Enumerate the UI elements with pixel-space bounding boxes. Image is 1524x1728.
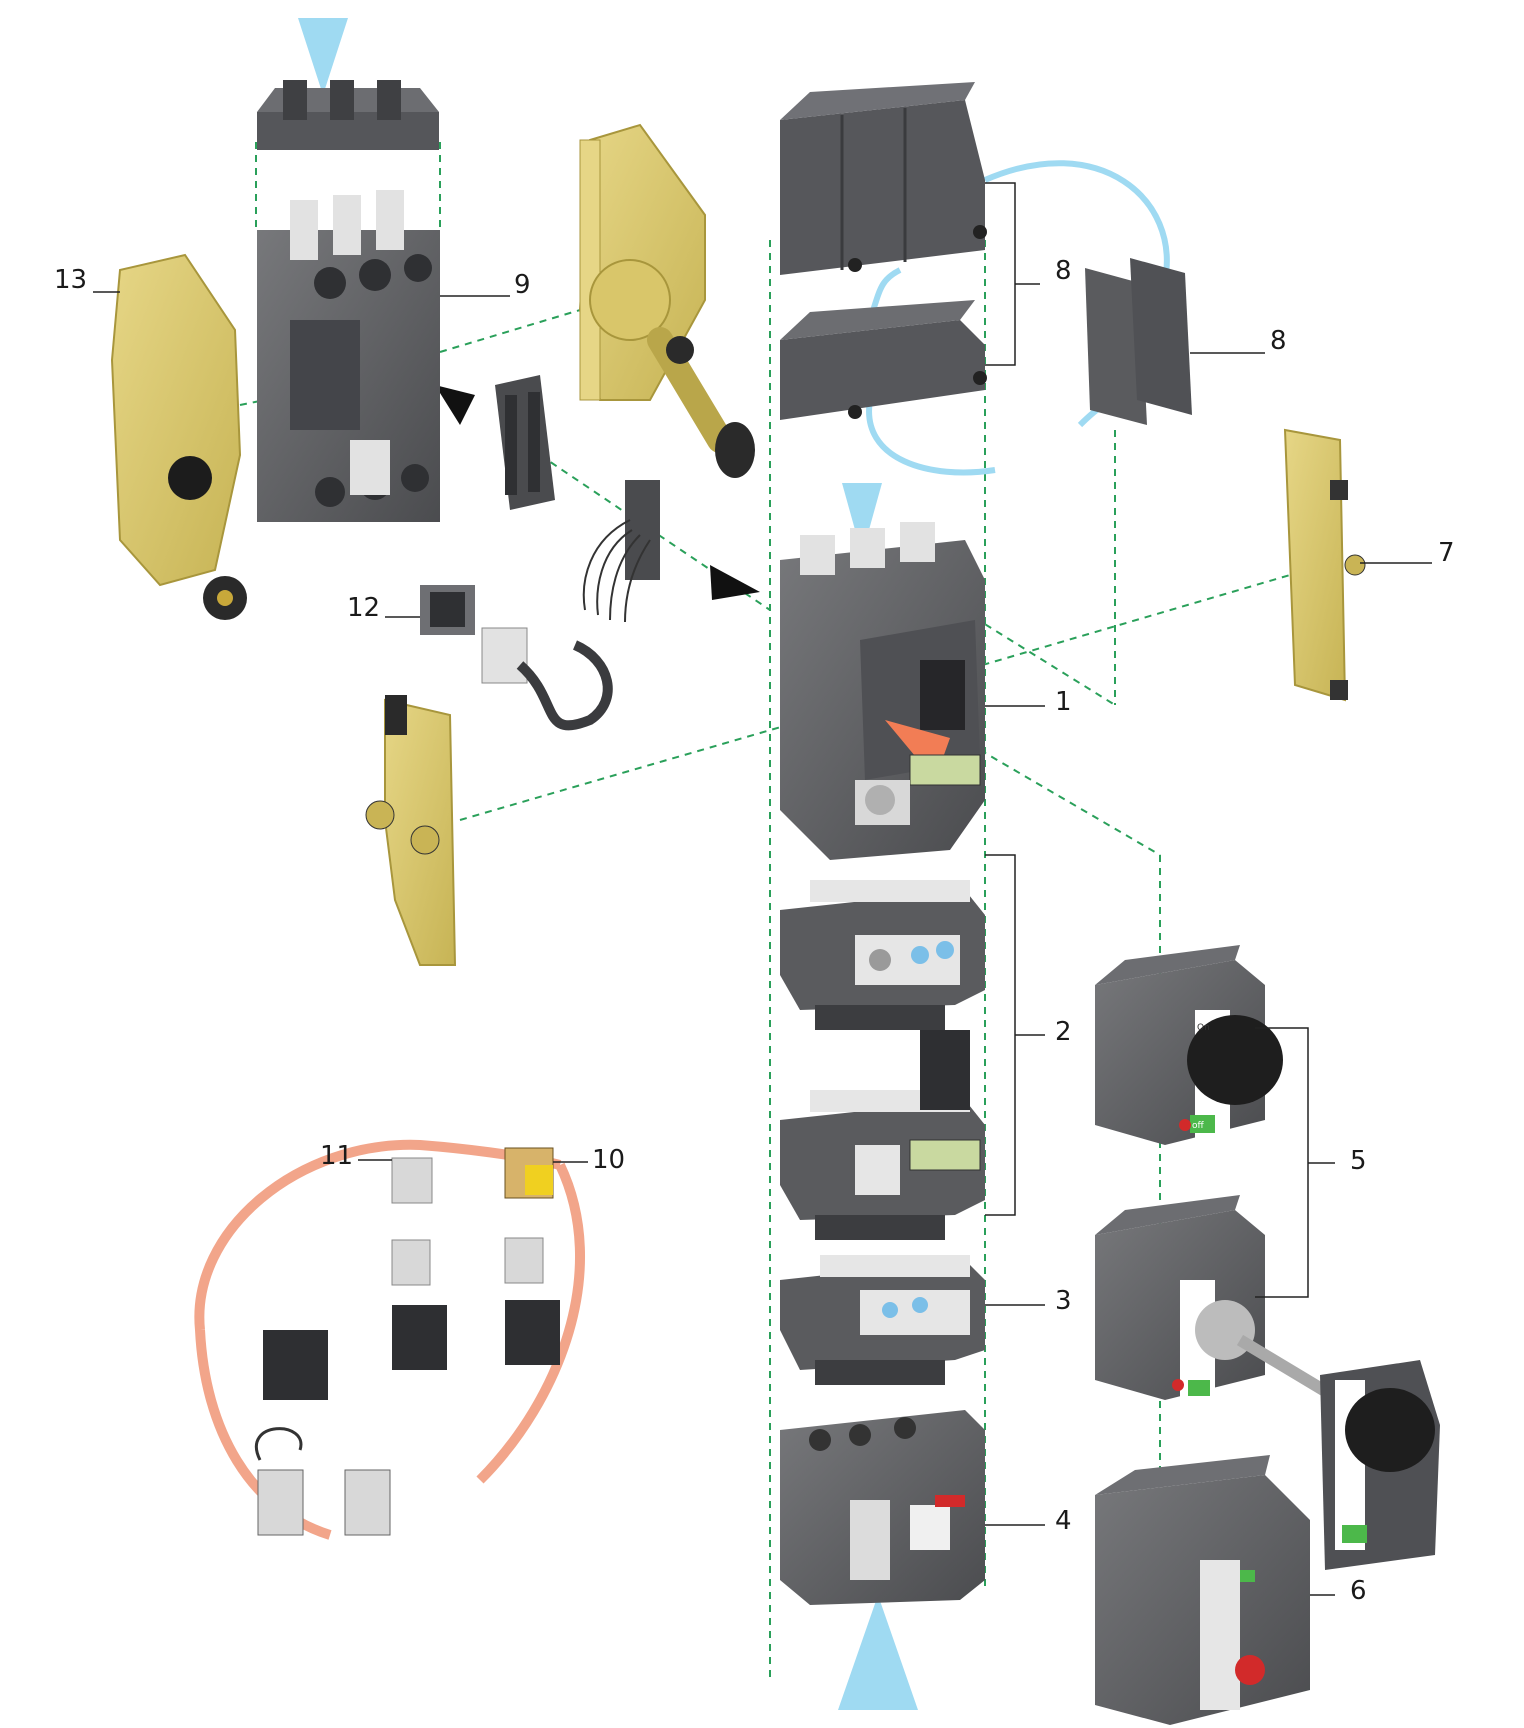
component-12-connector	[420, 585, 613, 731]
arrow-bottom	[838, 1595, 918, 1710]
callout-8-barrier: 8	[1270, 326, 1287, 356]
motor-mechanism	[1095, 1455, 1310, 1725]
blue-curve-cover-lower	[866, 399, 996, 476]
callout-6: 6	[1350, 1576, 1367, 1606]
leader-lines	[93, 182, 1432, 1596]
callout-8-cover: 8	[1055, 256, 1072, 286]
handle-on-label: On	[1197, 1023, 1210, 1033]
rear-plate-left	[110, 253, 247, 620]
main-breaker	[780, 522, 985, 860]
callout-12: 12	[347, 593, 381, 623]
trip-unit-upper	[780, 880, 985, 1030]
callout-11: 11	[320, 1141, 354, 1171]
callout-5: 5	[1350, 1146, 1367, 1176]
terminal-shield-top	[257, 80, 439, 150]
direction-arrows	[298, 18, 918, 1710]
callout-9: 9	[514, 270, 531, 300]
rear-plate-lower-left	[365, 695, 457, 966]
callout-1: 1	[1055, 687, 1072, 717]
callout-10: 10	[592, 1145, 626, 1175]
black-arrows	[435, 385, 760, 600]
rotary-handle-mechanism	[578, 123, 755, 478]
auxiliary-connector	[495, 375, 555, 510]
callout-2: 2	[1055, 1017, 1072, 1047]
rotary-handle-upper	[1095, 945, 1283, 1145]
arrow-top-left	[298, 18, 348, 95]
callout-4: 4	[1055, 1506, 1072, 1536]
short-terminal-cover	[780, 300, 987, 420]
callout-7: 7	[1438, 538, 1455, 568]
trip-unit-3	[780, 1255, 985, 1385]
auxiliary-contact-11	[391, 1157, 433, 1204]
door-handle	[1320, 1360, 1440, 1570]
handle-off-label: off	[1192, 1121, 1205, 1131]
rotary-handle-lower	[1095, 1195, 1344, 1406]
trip-unit-lower	[780, 1030, 985, 1240]
callout-3: 3	[1055, 1286, 1072, 1316]
arrow-breaker-top	[842, 483, 882, 555]
plug-in-base	[257, 190, 440, 522]
callout-13: 13	[54, 265, 88, 295]
phase-barriers	[1085, 258, 1192, 425]
blue-curve-cover	[983, 160, 1170, 281]
long-terminal-cover	[780, 82, 987, 275]
auxiliary-contact-10	[504, 1147, 554, 1199]
wired-connector	[582, 480, 660, 623]
breaker-body-4	[780, 1410, 985, 1605]
rear-plate-right	[1283, 428, 1366, 702]
auxiliary-devices-set	[255, 1237, 560, 1536]
